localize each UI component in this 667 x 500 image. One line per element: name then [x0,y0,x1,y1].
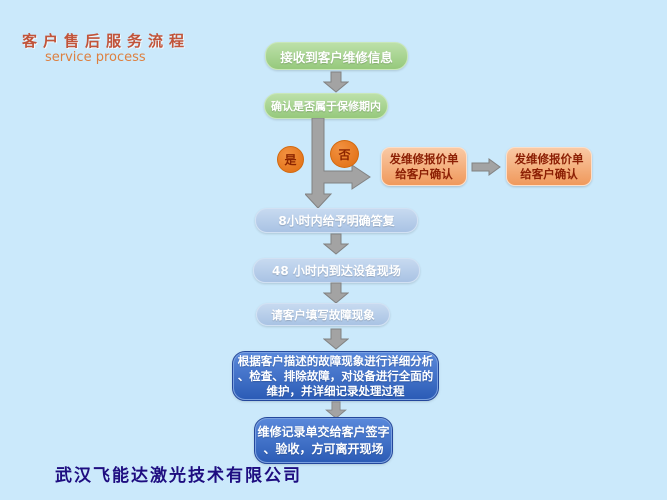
flow-step-line: 维护，并详细记录处理过程 [266,383,405,398]
arrow-down-icon [323,71,349,93]
flow-step-label: 48 小时内到达设备现场 [272,264,401,278]
flow-step-label: 请客户填写故障现象 [271,307,375,322]
flow-step-sign-record: 维修记录单交给客户签字 、验收，方可离开现场 [254,417,393,464]
flow-step-check-warranty: 确认是否属于保修期内 [264,93,388,119]
flow-step-fill-fault-form: 请客户填写故障现象 [256,303,390,326]
decision-no-circle: 否 [330,140,359,168]
flow-step-send-quote-1: 发维修报价单 给客户确认 [381,147,467,186]
page-subtitle: service process [45,50,146,65]
flow-step-line: 维修记录单交给客户签字 [257,424,390,439]
arrow-down-icon [325,401,347,419]
flow-step-line: 发维修报价单 [389,151,459,166]
flow-step-line: 发维修报价单 [514,151,584,166]
decision-yes-circle: 是 [277,146,304,173]
arrow-down-icon [323,328,349,350]
arrow-down-icon [323,282,349,304]
flow-step-send-quote-2: 发维修报价单 给客户确认 [506,147,592,186]
flow-step-label: 确认是否属于保修期内 [271,100,381,113]
flow-step-line: 给客户确认 [520,166,578,181]
flow-step-receive-info: 接收到客户维修信息 [265,42,408,70]
flow-step-reply-8h: 8小时内给予明确答复 [255,208,418,233]
decision-yes-label: 是 [284,153,297,167]
flow-step-label: 接收到客户维修信息 [280,49,393,65]
flow-step-label: 8小时内给予明确答复 [278,214,395,228]
branch-arrow-icon [305,118,371,209]
company-name: 武汉飞能达激光技术有限公司 [55,466,302,486]
flow-step-line: 、验收，方可离开现场 [263,441,384,456]
flow-step-analyze-repair: 根据客户描述的故障现象进行详细分析 、检查、排除故障，对设备进行全面的 维护，并… [232,351,439,401]
page-title: 客户售后服务流程 [22,32,191,50]
arrow-down-icon [323,233,349,255]
flow-step-line: 根据客户描述的故障现象进行详细分析 [237,353,434,368]
arrow-right-icon [471,158,501,176]
flow-step-line: 、检查、排除故障，对设备进行全面的 [237,368,434,383]
flow-step-arrive-48h: 48 小时内到达设备现场 [253,258,420,283]
decision-no-label: 否 [338,147,351,162]
flow-step-line: 给客户确认 [395,166,453,181]
